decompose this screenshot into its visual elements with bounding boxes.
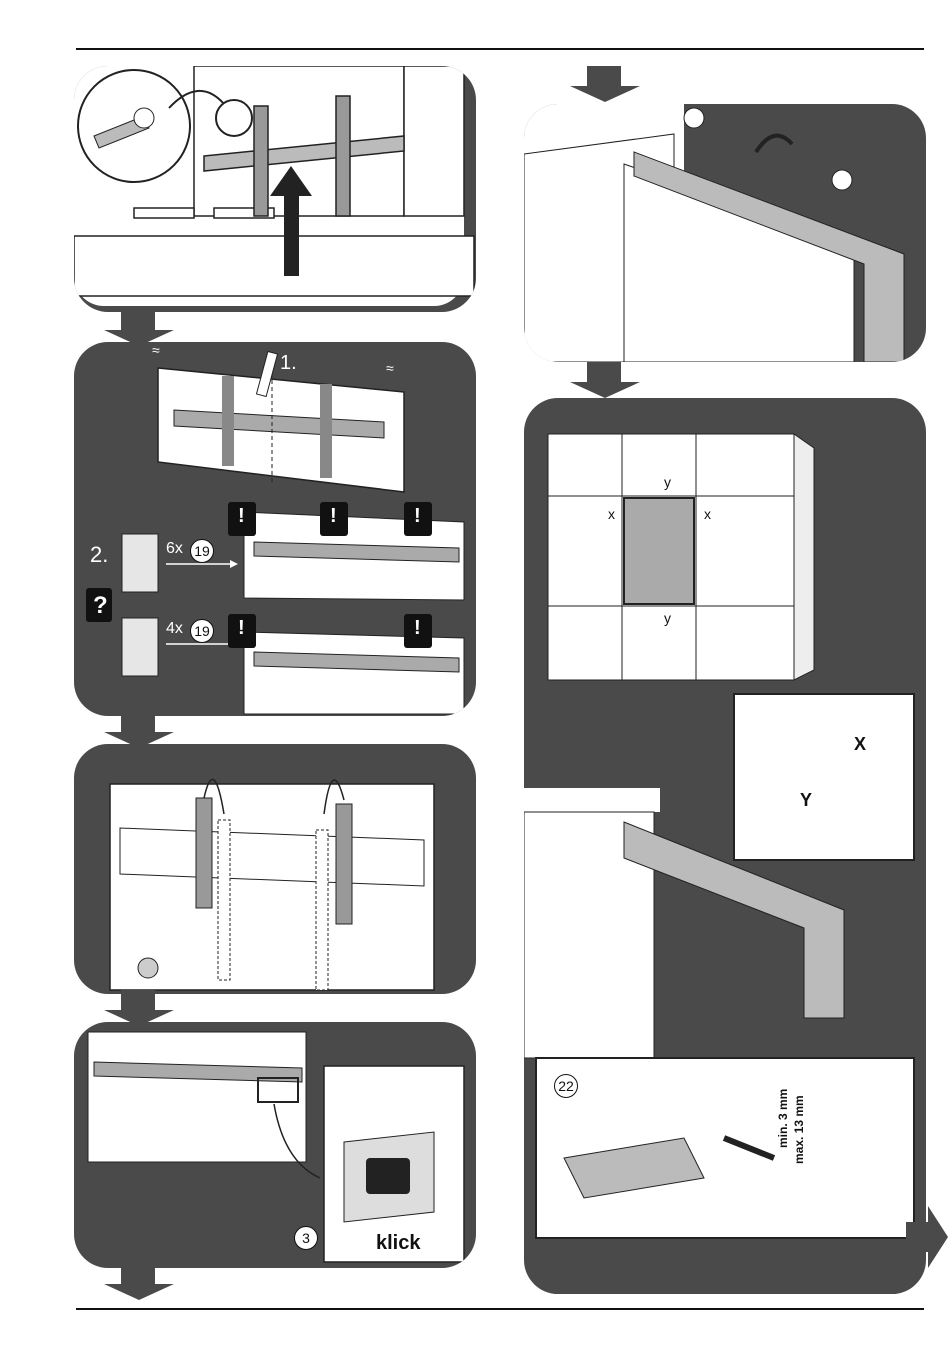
header-rule <box>76 48 924 50</box>
screw-count-4: 4x <box>166 620 183 638</box>
screw-count-6: 6x <box>166 540 183 558</box>
warning-icon: ! <box>238 505 245 528</box>
illustration-slide-bars <box>74 744 476 994</box>
warning-icon: ! <box>238 617 245 640</box>
panel-slide-bars <box>74 744 476 994</box>
gap-y-top: y <box>664 474 671 490</box>
approx-mark-right: ≈ <box>386 360 394 376</box>
next-arrow <box>570 66 640 102</box>
next-arrow <box>104 1264 174 1300</box>
panel-mark-and-screw: 1. 2. ? 6x 19 4x 19 ! ! ! ! ! ≈ ≈ <box>74 342 476 716</box>
click-label: klick <box>376 1232 420 1255</box>
part-19-badge: 19 <box>190 539 214 563</box>
panel-remove-bracket <box>74 66 476 312</box>
warning-icon: ! <box>414 617 421 640</box>
next-page-arrow[interactable] <box>906 1206 948 1268</box>
panel-fit-door <box>524 104 926 362</box>
approx-mark-left: ≈ <box>152 342 160 358</box>
step-1-label: 1. <box>280 352 297 375</box>
max-label: max. 13 mm <box>792 1095 806 1164</box>
illustration-align-door <box>524 398 926 1294</box>
gap-x-left: x <box>608 506 615 522</box>
panel-click-cover: 3 klick <box>74 1022 476 1268</box>
warning-icon: ! <box>414 505 421 528</box>
step-2-label: 2. <box>90 542 108 568</box>
gap-x-right: x <box>704 506 711 522</box>
illustration-remove-bracket <box>74 66 476 312</box>
help-mark: ? <box>93 592 108 620</box>
next-arrow <box>570 362 640 398</box>
adjust-x-label: X <box>854 734 866 755</box>
min-label: min. 3 mm <box>776 1089 790 1148</box>
gap-y-bottom: y <box>664 610 671 626</box>
footer-rule <box>76 1308 924 1310</box>
adjust-y-label: Y <box>800 790 812 811</box>
part-22-badge: 22 <box>554 1074 578 1098</box>
illustration-fit-door <box>524 104 926 362</box>
warning-icon: ! <box>330 505 337 528</box>
next-arrow <box>104 990 174 1026</box>
next-arrow <box>104 310 174 346</box>
illustration-mark-door <box>74 342 476 716</box>
next-arrow <box>104 712 174 748</box>
panel-align-door: y x x y X Y 22 min. 3 mm max. 13 mm <box>524 398 926 1294</box>
part-3-badge: 3 <box>294 1226 318 1250</box>
part-19-badge-2: 19 <box>190 619 214 643</box>
